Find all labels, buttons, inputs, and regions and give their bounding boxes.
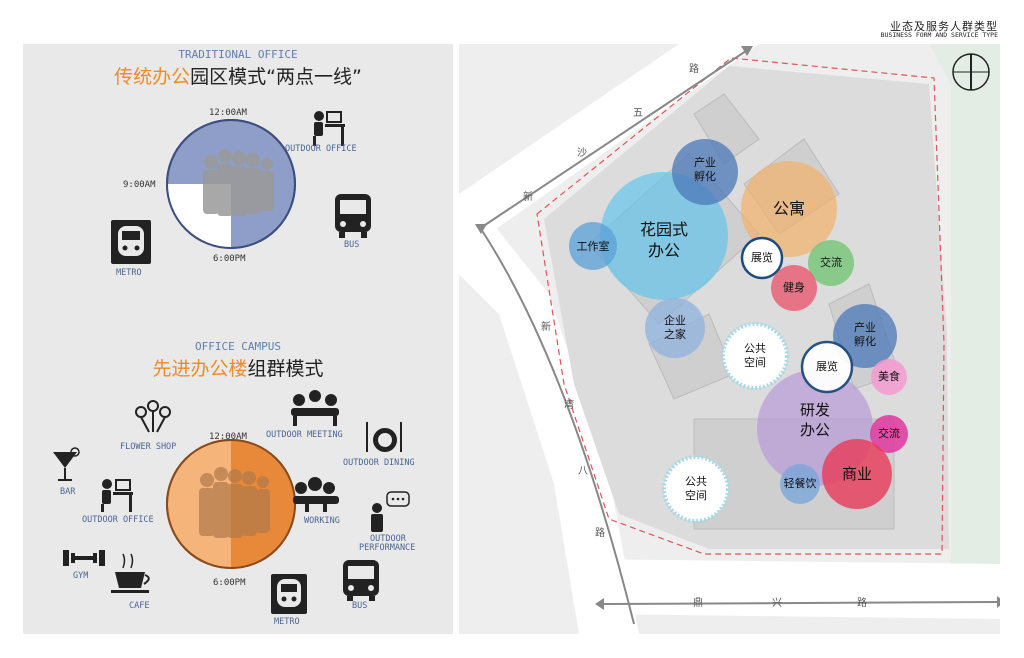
traditional-title-rest: 园区模式“两点一线” [190, 66, 362, 88]
label-bus: BUS [344, 240, 360, 250]
page-title-cn: 业态及服务人群类型 [890, 20, 998, 33]
traditional-title-highlight: 传统办公 [114, 66, 191, 88]
cocktail-icon [53, 447, 80, 481]
campus-title-rest: 组群模式 [247, 358, 324, 380]
bubble-label-public-space-1: 公共空间 [744, 342, 766, 369]
bubble-label-exchange-1: 交流 [820, 256, 842, 269]
bubble-label-apartment: 公寓 [772, 199, 805, 218]
bubble-public-space-2 [662, 455, 730, 523]
people-silhouette-icon [203, 149, 274, 216]
road-xinsha-4: 路 [689, 64, 699, 75]
left-panel: TRADITIONAL OFFICE 传统办公园区模式“两点一线” [23, 44, 453, 634]
metro-icon [271, 574, 307, 614]
road-xinwan-1: 新 [541, 322, 551, 333]
bubble-enterprise-home [645, 298, 705, 358]
road-xinwan-2: 湾 [564, 400, 574, 411]
page-title-en: BUSINESS FORM AND SERVICE TYPE [880, 31, 998, 39]
bubble-label-fitness: 健身 [783, 281, 805, 294]
bubble-incubator-1 [672, 139, 738, 205]
bubble-exchange-2 [870, 415, 908, 453]
bus-icon [343, 560, 379, 601]
bubble-label-rnd-office: 研发办公 [799, 401, 830, 439]
campus-title-highlight: 先进办公楼 [152, 358, 248, 380]
bubble-exhibit-2 [800, 340, 854, 394]
site-map: 新 沙 五 路 新 湾 八 路 鼎 兴 路 花园式办公 公寓 产业孵化 工作室 … [459, 44, 1000, 634]
label-outdoor-performance-2: PERFORMANCE [359, 543, 416, 553]
time-morning: 9:00AM [123, 180, 156, 190]
bubble-fitness [771, 265, 817, 311]
time-noon: 12:00AM [209, 108, 247, 118]
campus-title-cn: 先进办公楼组群模式 [23, 354, 453, 381]
bubble-label-exhibit-1: 展览 [751, 251, 773, 264]
label-outdoor-office: OUTDOOR OFFICE [285, 144, 357, 154]
road-xinsha-1: 新 [523, 192, 533, 203]
bubble-label-incubator-1: 产业孵化 [694, 156, 716, 183]
bubble-incubator-2 [833, 304, 897, 368]
campus-title-en: OFFICE CAMPUS [194, 340, 282, 353]
bubble-label-studio: 工作室 [576, 240, 610, 253]
people-silhouette-icon [199, 467, 270, 538]
bubble-commerce [822, 439, 892, 509]
label-gym: GYM [73, 571, 89, 581]
bubble-food [871, 359, 907, 395]
campus-clock [166, 439, 296, 569]
bubble-apartment [741, 161, 837, 257]
meeting-icon [291, 390, 339, 426]
bubble-light-dining [780, 464, 820, 504]
coffee-cup-icon [111, 553, 150, 593]
bubble-public-space-1 [721, 322, 789, 390]
dining-icon [366, 422, 402, 452]
metro-icon [111, 220, 151, 264]
working-icon [293, 477, 339, 512]
bubble-label-garden-office: 花园式办公 [639, 220, 688, 260]
bubble-studio [569, 222, 617, 270]
bus-icon [335, 194, 371, 238]
bubble-label-exhibit-2: 展览 [816, 360, 838, 373]
label-bar: BAR [60, 487, 76, 497]
bubble-label-light-dining: 轻餐饮 [783, 477, 817, 490]
traditional-title-cn: 传统办公园区模式“两点一线” [23, 62, 453, 89]
time-noon: 12:00AM [209, 432, 247, 442]
dumbbell-icon [63, 550, 105, 566]
bubble-exchange-1 [808, 240, 854, 286]
label-bus: BUS [352, 601, 368, 611]
road-dingxing-1: 鼎 [693, 598, 703, 609]
bubble-label-exchange-2: 交流 [878, 427, 900, 440]
desk-worker-icon [313, 111, 345, 146]
flower-icon [135, 400, 171, 433]
desk-worker-icon [101, 479, 133, 512]
time-evening: 6:00PM [213, 578, 246, 588]
road-dingxing-3: 路 [857, 598, 867, 609]
performance-icon [371, 491, 410, 532]
label-outdoor-office: OUTDOOR OFFICE [82, 515, 154, 525]
road-xinsha-3: 五 [633, 108, 643, 119]
bubble-exhibit-1 [740, 236, 784, 280]
road-xinsha-2: 沙 [577, 148, 587, 159]
bubble-garden-office [600, 172, 728, 300]
label-cafe: CAFE [129, 601, 150, 611]
bubble-label-public-space-2: 公共空间 [685, 475, 707, 502]
label-outdoor-performance-1: OUTDOOR [370, 534, 406, 544]
time-evening: 6:00PM [213, 254, 246, 264]
label-outdoor-dining: OUTDOOR DINING [343, 458, 415, 468]
road-dingxing-2: 兴 [772, 598, 782, 609]
road-xinwan-4: 路 [595, 528, 605, 539]
bubble-label-enterprise-home: 企业之家 [664, 314, 686, 341]
site-map-drawing [459, 44, 1000, 634]
label-metro: METRO [116, 268, 142, 278]
road-xinwan-3: 八 [578, 466, 588, 477]
left-illustrations [53, 111, 410, 614]
bubble-label-commerce: 商业 [841, 465, 872, 483]
bubble-label-food: 美食 [878, 370, 900, 383]
label-flower-shop: FLOWER SHOP [120, 442, 177, 452]
traditional-title-en: TRADITIONAL OFFICE [178, 48, 298, 61]
label-working: WORKING [304, 516, 340, 526]
label-outdoor-meeting: OUTDOOR MEETING [266, 430, 343, 440]
bubble-label-incubator-2: 产业孵化 [854, 321, 876, 348]
label-metro: METRO [274, 617, 300, 627]
traditional-clock [166, 119, 296, 249]
